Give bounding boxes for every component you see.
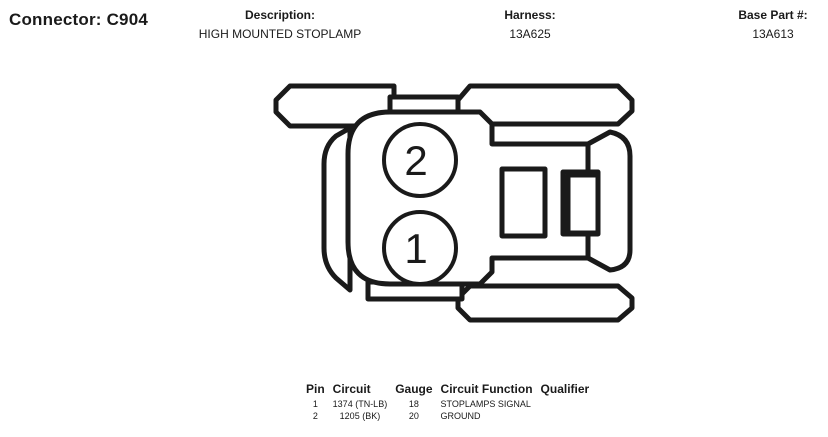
latch-tab-bottom-right: [455, 283, 635, 323]
key-slot-inner: [565, 172, 601, 236]
circuit-qualifier: [537, 410, 594, 422]
wire-gauge: 18: [408, 399, 419, 409]
circuit-number: 1374 (TN-LB): [332, 399, 388, 409]
base-part-block: Base Part #: 13A613: [718, 8, 828, 41]
col-header-qualifier: Qualifier: [540, 382, 590, 396]
base-part-value: 13A613: [752, 27, 794, 41]
col-header-pin: Pin: [306, 382, 325, 396]
key-slot-left: [499, 166, 548, 239]
pin-label-2: 2: [404, 137, 427, 184]
table-row: 1 1374 (TN-LB) 18 STOPLAMPS SIGNAL: [302, 398, 593, 410]
circuit-qualifier: [537, 398, 594, 410]
col-header-circuit-function: Circuit Function: [440, 382, 533, 396]
description-block: Description: HIGH MOUNTED STOPLAMP: [170, 8, 390, 41]
circuit-function: GROUND: [440, 411, 481, 421]
pin-table-header-row: Pin Circuit Gauge Circuit Function Quali…: [302, 382, 593, 398]
harness-block: Harness: 13A625: [470, 8, 590, 41]
pin-table: Pin Circuit Gauge Circuit Function Quali…: [302, 382, 593, 422]
pin-cavity-1: [382, 210, 458, 286]
base-part-label: Base Part #:: [738, 8, 808, 22]
wire-gauge: 20: [408, 411, 419, 421]
pin-number: 1: [312, 399, 318, 409]
pin-number: 2: [312, 411, 318, 421]
connector-title: Connector: C904: [9, 10, 149, 29]
col-header-gauge: Gauge: [395, 382, 433, 396]
circuit-function: STOPLAMPS SIGNAL: [440, 399, 531, 409]
table-row: 2 1205 (BK) 20 GROUND: [302, 410, 593, 422]
description-value: HIGH MOUNTED STOPLAMP: [198, 27, 362, 41]
pin-label-1: 1: [404, 225, 427, 272]
circuit-number: 1205 (BK): [339, 411, 381, 421]
pin-cavity-2: [382, 122, 458, 198]
harness-label: Harness:: [504, 8, 556, 22]
description-label: Description:: [244, 8, 315, 22]
harness-value: 13A625: [509, 27, 551, 41]
col-header-circuit: Circuit: [332, 382, 371, 396]
housing-left-side: [321, 125, 353, 293]
